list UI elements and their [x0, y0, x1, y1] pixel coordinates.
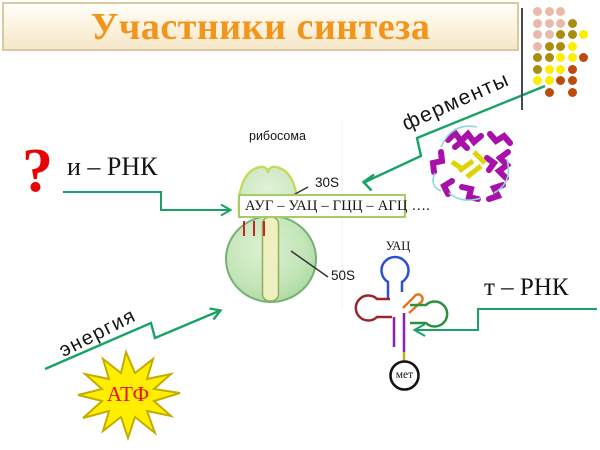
- decor-dot: [533, 18, 542, 28]
- trna-variable-loop: [402, 293, 424, 314]
- decor-dot: [579, 53, 588, 62]
- energy-arrow: [44, 307, 223, 371]
- decor-dot: [544, 30, 554, 39]
- decor-dot: [533, 64, 542, 74]
- decor-dot: [533, 76, 542, 85]
- decor-dot: [556, 53, 565, 62]
- decor-dot: [556, 41, 565, 51]
- decor-dot: [544, 18, 554, 28]
- decor-dot: [533, 53, 542, 62]
- atp-label: АТФ: [106, 382, 150, 406]
- dots-decoration: [533, 7, 595, 107]
- decor-dot: [533, 7, 542, 16]
- atp-star-shape: [77, 348, 181, 442]
- mrna-label: и – РНК: [67, 152, 158, 181]
- mrna-ticks: [243, 221, 265, 236]
- enzymes-arrow: [361, 84, 546, 192]
- decor-dot: [567, 87, 577, 97]
- question-mark: ?: [22, 137, 53, 205]
- mrna-arrow: [63, 191, 233, 217]
- decor-dot: [533, 30, 542, 39]
- decor-dot: [567, 53, 577, 62]
- decor-dot: [556, 18, 565, 28]
- decor-dot: [567, 30, 577, 39]
- decor-dot: [544, 64, 554, 74]
- trna-label: т – РНК: [484, 274, 569, 301]
- decor-dot: [556, 64, 565, 74]
- decor-dot: [567, 41, 577, 51]
- title-bar: Участники синтеза: [2, 2, 519, 51]
- decor-dot: [544, 76, 554, 85]
- decor-dot: [544, 41, 554, 51]
- ribosome-caption: рибосома: [249, 129, 306, 143]
- decor-dot: [567, 18, 577, 28]
- decor-dot: [544, 53, 554, 62]
- trna-arrow: [412, 308, 597, 337]
- decor-dot: [556, 30, 565, 39]
- trna-right-arm: [410, 300, 449, 328]
- decor-dot: [579, 30, 588, 39]
- decor-dot: [567, 76, 577, 85]
- amino-acid-circle: [389, 360, 420, 391]
- trna-anticodon-arm: [380, 255, 410, 300]
- enzyme-molecule: [429, 125, 513, 202]
- ribosome-graphic: [225, 165, 329, 303]
- page-title: Участники синтеза: [90, 5, 431, 48]
- trna-left-arm: [354, 294, 392, 322]
- large-subunit-label: 50S: [331, 268, 356, 283]
- decor-dot: [544, 7, 554, 16]
- decor-dot: [533, 41, 542, 51]
- trna-molecule: [354, 255, 449, 391]
- small-subunit-label: 30S: [315, 175, 340, 190]
- decor-dot: [567, 64, 577, 74]
- divider-line: [521, 8, 523, 110]
- amino-acid-label: мет: [395, 369, 414, 381]
- pointer-line-50s: [290, 250, 329, 278]
- anticodon-label: УАЦ: [385, 239, 411, 253]
- decor-dot: [556, 7, 565, 16]
- decor-dot: [556, 76, 565, 85]
- trna-acceptor-stem: [392, 313, 406, 352]
- mrna-codon-box: АУГ – УАЦ – ГЦЦ – АГЦ ….: [238, 194, 430, 218]
- decor-dot: [544, 87, 554, 97]
